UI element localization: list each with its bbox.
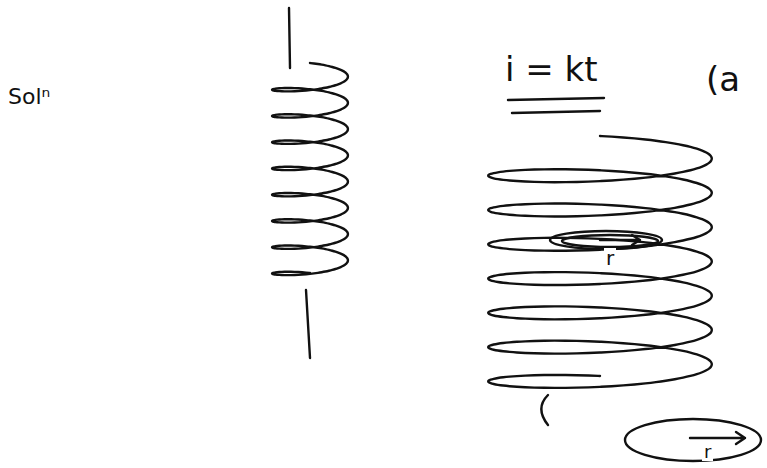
thin-solenoid	[272, 63, 348, 275]
wire-lead	[541, 395, 548, 425]
wire-lead	[306, 290, 310, 358]
radius-arrow	[600, 235, 640, 245]
part-label: (a	[706, 62, 740, 96]
radius-label: r	[702, 443, 713, 461]
current-equation: i = kt	[505, 52, 598, 86]
current-loop	[625, 419, 761, 461]
double-underline	[508, 98, 604, 113]
solution-heading: Solⁿ	[8, 86, 50, 108]
current-loop	[550, 231, 662, 249]
radius-arrow	[690, 432, 745, 444]
current-loop	[562, 235, 658, 247]
radius-label: r	[604, 248, 616, 268]
wide-solenoid	[488, 136, 712, 388]
wire-lead	[289, 8, 290, 68]
